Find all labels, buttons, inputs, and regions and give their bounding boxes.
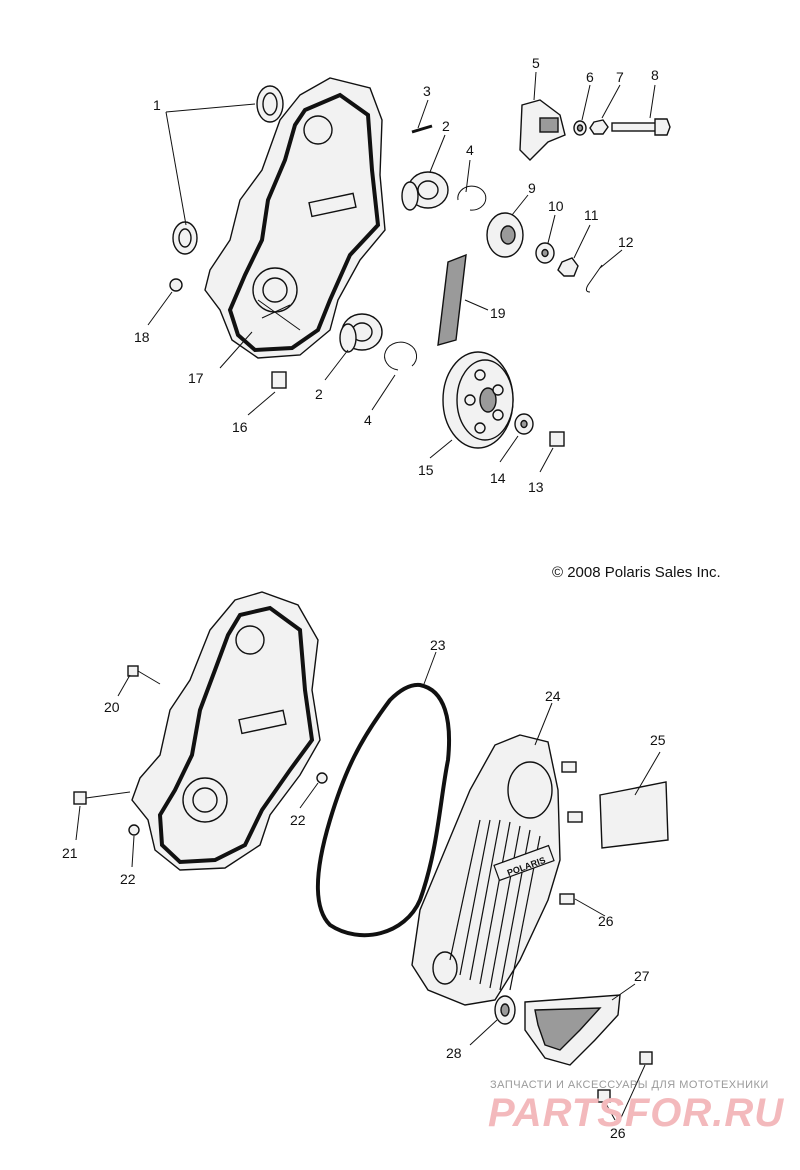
callout-27: 27 xyxy=(634,968,650,984)
cotter-pin-12 xyxy=(585,264,603,293)
leader-lines-bottom xyxy=(75,651,661,1121)
seal-upper xyxy=(256,85,284,123)
bolt-20 xyxy=(127,665,161,685)
watermark-logo: PARTSFOR.RU xyxy=(488,1091,784,1135)
callout-16: 16 xyxy=(232,419,248,435)
nut-22-left xyxy=(128,824,140,836)
drive-sprocket-9 xyxy=(486,212,524,258)
callout-2-lower: 2 xyxy=(315,386,323,402)
copyright-text: © 2008 Polaris Sales Inc. xyxy=(552,564,721,581)
callout-2-upper: 2 xyxy=(442,118,450,134)
callout-20: 20 xyxy=(104,699,120,715)
callout-23: 23 xyxy=(430,637,446,653)
callout-14: 14 xyxy=(490,470,506,486)
callout-10: 10 xyxy=(548,198,564,214)
gasket-23 xyxy=(315,682,452,938)
callout-13: 13 xyxy=(528,479,544,495)
callout-9: 9 xyxy=(528,180,536,196)
chaincase-housing-top xyxy=(204,77,386,359)
dowel-pin xyxy=(411,124,433,134)
callout-4-upper: 4 xyxy=(466,142,474,158)
bearing-upper xyxy=(401,171,449,211)
callout-18: 18 xyxy=(134,329,150,345)
driven-sprocket-15 xyxy=(442,351,514,449)
callout-5: 5 xyxy=(532,55,540,71)
nut-18 xyxy=(169,278,183,292)
tensioner-block xyxy=(519,99,566,161)
callout-8: 8 xyxy=(651,67,659,83)
bolt-8 xyxy=(611,118,671,136)
callout-3: 3 xyxy=(423,83,431,99)
callout-25: 25 xyxy=(650,732,666,748)
callout-26-upper: 26 xyxy=(598,913,614,929)
washer-14 xyxy=(514,413,534,435)
callout-26-lower: 26 xyxy=(610,1125,626,1141)
outer-cover-24: POLARIS xyxy=(411,734,561,1006)
chain-19 xyxy=(437,253,467,346)
callout-7: 7 xyxy=(616,69,624,85)
nut-7 xyxy=(589,119,609,135)
callout-28: 28 xyxy=(446,1045,462,1061)
washer-6 xyxy=(573,120,587,136)
plug-16 xyxy=(271,371,287,389)
callout-22-right: 22 xyxy=(290,812,306,828)
bolt-13 xyxy=(549,431,565,447)
callout-12: 12 xyxy=(618,234,634,250)
bolt-21 xyxy=(73,791,131,805)
bearing-lower xyxy=(339,313,383,353)
callout-19: 19 xyxy=(490,305,506,321)
snap-ring-lower xyxy=(384,341,418,371)
bolts-26-lower xyxy=(597,1051,653,1103)
nut-11 xyxy=(557,257,579,277)
guard-27 xyxy=(524,994,621,1066)
nut-22-right xyxy=(316,772,328,784)
callout-6: 6 xyxy=(586,69,594,85)
callout-1: 1 xyxy=(153,97,161,113)
decal-25 xyxy=(599,781,669,849)
callout-24: 24 xyxy=(545,688,561,704)
callout-21: 21 xyxy=(62,845,78,861)
callout-11: 11 xyxy=(584,207,599,223)
bolts-26-upper xyxy=(559,761,583,905)
chaincase-housing-bottom xyxy=(131,591,321,871)
snap-ring-upper xyxy=(457,185,487,211)
callout-15: 15 xyxy=(418,462,434,478)
washer-10 xyxy=(535,242,555,264)
seal-lower xyxy=(172,221,198,255)
watermark-tagline: ЗАПЧАСТИ И АКСЕССУАРЫ ДЛЯ МОТОТЕХНИКИ xyxy=(490,1079,769,1091)
callout-17: 17 xyxy=(188,370,204,386)
callout-4-lower: 4 xyxy=(364,412,372,428)
callout-22-left: 22 xyxy=(120,871,136,887)
seal-28 xyxy=(494,995,516,1025)
leader-lines-top xyxy=(147,71,656,473)
